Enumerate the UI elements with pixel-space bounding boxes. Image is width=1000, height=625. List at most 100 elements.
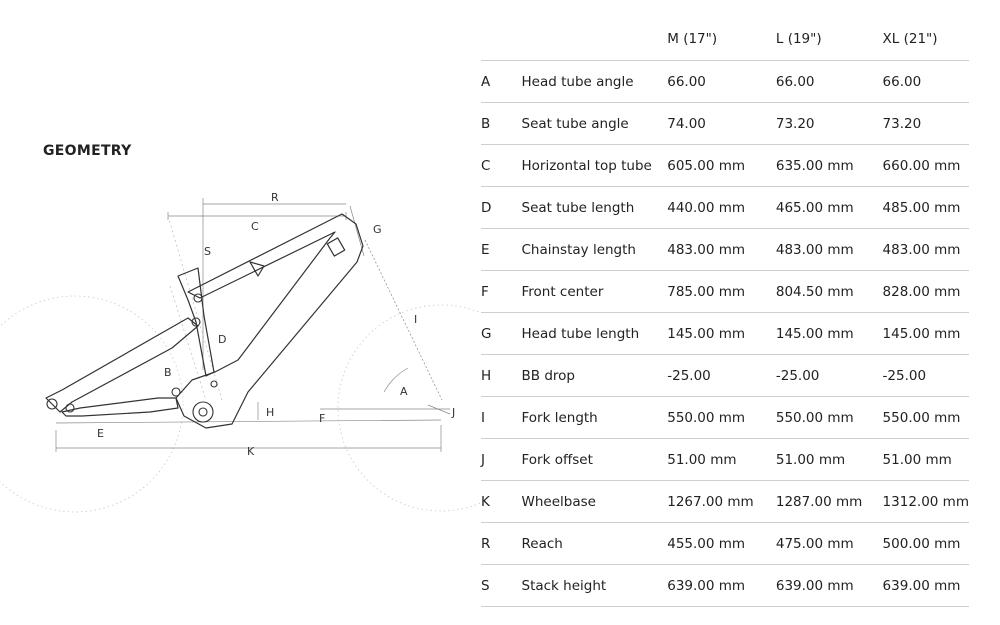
front-triangle bbox=[175, 213, 364, 429]
front-wheel bbox=[337, 304, 480, 512]
row-label: Fork offset bbox=[521, 438, 668, 481]
bottom-bracket bbox=[192, 401, 214, 423]
rear-axle bbox=[46, 398, 58, 410]
row-key: S bbox=[481, 564, 522, 607]
row-label: Front center bbox=[521, 270, 668, 313]
seat-post bbox=[177, 267, 215, 377]
row-label: Wheelbase bbox=[521, 480, 668, 523]
row-value-m: -25.00 bbox=[667, 354, 776, 397]
row-value-l: 73.20 bbox=[775, 102, 883, 145]
table-row: K Wheelbase 1267.00 mm 1287.00 mm 1312.0… bbox=[481, 480, 969, 523]
row-value-m: 455.00 mm bbox=[667, 522, 776, 565]
diagram-label-b: B bbox=[164, 366, 172, 379]
motor-housing bbox=[326, 237, 346, 257]
pivot-low bbox=[171, 387, 181, 397]
row-value-l: -25.00 bbox=[775, 354, 883, 397]
row-value-m: 66.00 bbox=[667, 60, 776, 103]
diagram-label-k: K bbox=[247, 445, 255, 458]
table-row: I Fork length 550.00 mm 550.00 mm 550.00… bbox=[481, 396, 969, 439]
row-value-l: 475.00 mm bbox=[775, 522, 883, 565]
pivot-top bbox=[193, 293, 203, 303]
diagram-label-i: I bbox=[414, 313, 417, 326]
table-row: R Reach 455.00 mm 475.00 mm 500.00 mm bbox=[481, 522, 969, 565]
row-value-xl: -25.00 bbox=[882, 354, 969, 397]
table-row: C Horizontal top tube 605.00 mm 635.00 m… bbox=[481, 144, 969, 187]
table-row: H BB drop -25.00 -25.00 -25.00 bbox=[481, 354, 969, 397]
header-size-m: M (17") bbox=[667, 31, 718, 47]
row-label: BB drop bbox=[521, 354, 668, 397]
diagram-label-e: E bbox=[97, 427, 104, 440]
row-value-xl: 485.00 mm bbox=[882, 186, 969, 229]
row-value-m: 639.00 mm bbox=[667, 564, 776, 607]
row-value-l: 51.00 mm bbox=[775, 438, 883, 481]
row-value-m: 1267.00 mm bbox=[667, 480, 776, 523]
row-label: Fork length bbox=[521, 396, 668, 439]
table-row: D Seat tube length 440.00 mm 465.00 mm 4… bbox=[481, 186, 969, 229]
row-value-l: 145.00 mm bbox=[775, 312, 883, 355]
row-value-xl: 145.00 mm bbox=[882, 312, 969, 355]
row-value-xl: 483.00 mm bbox=[882, 228, 969, 271]
rear-stays bbox=[45, 317, 199, 413]
table-row: B Seat tube angle 74.00 73.20 73.20 bbox=[481, 102, 969, 145]
row-value-m: 785.00 mm bbox=[667, 270, 776, 313]
diagram-label-s: S bbox=[204, 245, 211, 258]
row-value-m: 483.00 mm bbox=[667, 228, 776, 271]
table-row: F Front center 785.00 mm 804.50 mm 828.0… bbox=[481, 270, 969, 313]
drop-out bbox=[249, 261, 265, 277]
row-value-xl: 66.00 bbox=[882, 60, 969, 103]
row-key: D bbox=[481, 186, 522, 229]
diagram-label-c: C bbox=[251, 220, 259, 233]
row-label: Head tube angle bbox=[521, 60, 668, 103]
row-value-m: 51.00 mm bbox=[667, 438, 776, 481]
geometry-table: M (17") L (19") XL (21") A Head tube ang… bbox=[481, 18, 969, 607]
row-key: H bbox=[481, 354, 522, 397]
header-size-xl: XL (21") bbox=[882, 31, 938, 47]
row-label: Stack height bbox=[521, 564, 668, 607]
row-value-l: 635.00 mm bbox=[775, 144, 883, 187]
row-key: R bbox=[481, 522, 522, 565]
diagram-label-h: H bbox=[266, 406, 274, 419]
diagram-label-d: D bbox=[218, 333, 226, 346]
row-value-xl: 500.00 mm bbox=[882, 522, 969, 565]
row-key: J bbox=[481, 438, 522, 481]
row-value-l: 465.00 mm bbox=[775, 186, 883, 229]
header-size-l: L (19") bbox=[775, 31, 822, 47]
frame-geometry-diagram: R C S G I D B A H F J E K bbox=[0, 191, 480, 513]
header-label bbox=[522, 18, 668, 61]
row-value-l: 639.00 mm bbox=[775, 564, 883, 607]
diagram-label-g: G bbox=[373, 223, 382, 236]
row-key: K bbox=[481, 480, 522, 523]
table-row: A Head tube angle 66.00 66.00 66.00 bbox=[481, 60, 969, 103]
row-value-m: 605.00 mm bbox=[667, 144, 776, 187]
row-value-l: 804.50 mm bbox=[775, 270, 883, 313]
header-key bbox=[481, 18, 522, 61]
page-title: GEOMETRY bbox=[43, 143, 132, 159]
row-label: Reach bbox=[521, 522, 668, 565]
row-value-xl: 660.00 mm bbox=[882, 144, 969, 187]
diagram-label-j: J bbox=[451, 406, 455, 419]
row-key: I bbox=[481, 396, 522, 439]
rear-wheel bbox=[0, 295, 184, 513]
row-value-xl: 639.00 mm bbox=[882, 564, 969, 607]
diagram-label-a: A bbox=[400, 385, 408, 398]
table-row: E Chainstay length 483.00 mm 483.00 mm 4… bbox=[481, 228, 969, 271]
row-value-l: 1287.00 mm bbox=[775, 480, 883, 523]
row-value-xl: 828.00 mm bbox=[882, 270, 969, 313]
row-key: G bbox=[481, 312, 522, 355]
row-value-m: 440.00 mm bbox=[667, 186, 776, 229]
row-label: Horizontal top tube bbox=[521, 144, 668, 187]
chainstay bbox=[61, 397, 179, 417]
diagram-label-f: F bbox=[319, 412, 325, 425]
row-label: Seat tube length bbox=[521, 186, 668, 229]
row-value-xl: 1312.00 mm bbox=[882, 480, 969, 523]
table-row: S Stack height 639.00 mm 639.00 mm 639.0… bbox=[481, 564, 969, 607]
row-value-xl: 51.00 mm bbox=[882, 438, 969, 481]
row-value-m: 74.00 bbox=[667, 102, 776, 145]
row-key: E bbox=[481, 228, 522, 271]
row-key: F bbox=[481, 270, 522, 313]
row-key: B bbox=[481, 102, 522, 145]
table-row: G Head tube length 145.00 mm 145.00 mm 1… bbox=[481, 312, 969, 355]
row-label: Seat tube angle bbox=[521, 102, 668, 145]
row-key: A bbox=[481, 60, 522, 103]
row-value-xl: 73.20 bbox=[882, 102, 969, 145]
